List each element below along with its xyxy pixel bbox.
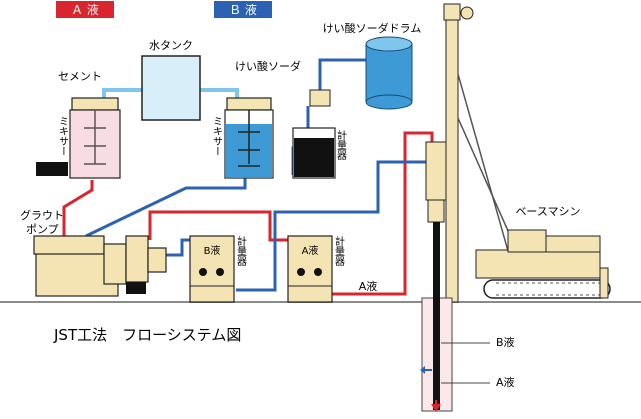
drum-label: けい酸ソーダドラム [323, 21, 422, 35]
meter-b-name: B液 [204, 244, 221, 257]
legend-b-swatch [214, 1, 272, 18]
sodium-silicate-drum [365, 36, 413, 110]
silicate-meter-label: 計量器 [335, 129, 347, 161]
mixer-a-label: ミキサー [57, 116, 69, 156]
water-tank [141, 55, 201, 121]
base-machine-mast [443, 3, 521, 303]
meter-b [189, 235, 235, 303]
legend-a-swatch [56, 1, 114, 18]
base-machine-label: ベースマシン [515, 205, 580, 218]
bore-a-label: A液 [496, 375, 515, 389]
legend-b-label: Ｂ 液 [229, 2, 257, 17]
a-line-label: A液 [359, 279, 378, 293]
diagram-title: JST工法 フローシステム図 [53, 326, 241, 344]
grout-pump-label-1: グラウト [20, 208, 64, 222]
legend-a-label: Ａ 液 [71, 2, 99, 17]
meter-a-name: A液 [302, 244, 319, 257]
grout-pump-label-2: ポンプ [26, 223, 59, 236]
sodium-silicate-label: けい酸ソーダ [235, 59, 301, 73]
meter-a [287, 235, 333, 303]
mixer-a [69, 97, 121, 179]
drill-head [425, 141, 447, 223]
valve-box [309, 89, 331, 107]
base-machine [475, 229, 611, 299]
meter-b-label: 計量器 [235, 235, 247, 267]
grout-pump [33, 235, 167, 297]
meter-a-label: 計量器 [333, 235, 345, 267]
cement-label: セメント [58, 70, 102, 83]
mixer-b-label: ミキサー [211, 116, 223, 156]
mixer-b [224, 97, 274, 179]
water-tank-label: 水タンク [149, 39, 193, 52]
borehole [420, 222, 490, 412]
cement-supply-box [36, 162, 68, 176]
bore-b-label: B液 [496, 335, 515, 349]
